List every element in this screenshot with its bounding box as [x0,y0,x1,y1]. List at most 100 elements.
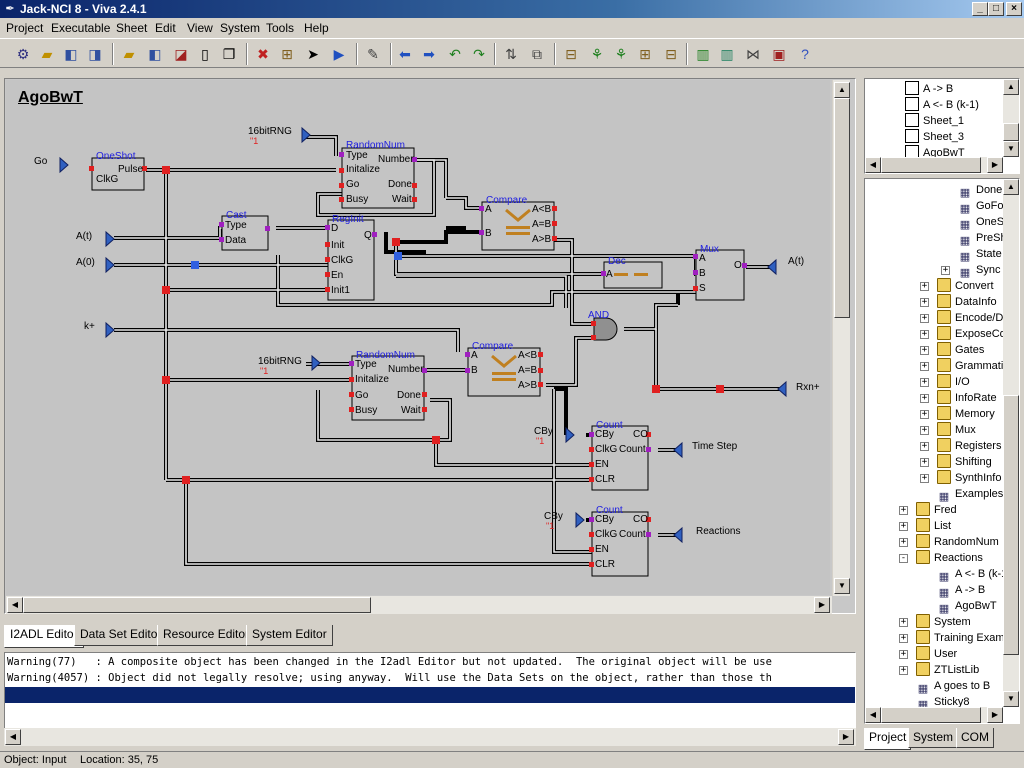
output-scroll-right-icon[interactable]: ▶ [838,729,854,745]
top-hscroll-thumb[interactable] [881,157,981,173]
help-icon[interactable]: ? [801,46,809,62]
delete-icon[interactable]: ✖ [257,46,269,62]
block-dec[interactable] [603,261,663,289]
top-scroll-left-icon[interactable]: ◀ [865,157,881,173]
redo-icon[interactable]: ↷ [473,46,485,62]
block-cast[interactable] [221,215,269,251]
tree-icon[interactable]: ⚘ [590,46,604,62]
tree-item[interactable]: User [916,646,957,662]
tree-expander-icon[interactable]: + [941,265,950,275]
menu-view[interactable]: View [187,21,213,35]
output-rxn-icon[interactable] [777,380,787,398]
tree-item[interactable]: Fred [916,502,957,518]
output-at-icon[interactable] [767,258,777,276]
tree-expander-icon[interactable]: + [899,649,908,659]
tree-item[interactable]: Memory [937,406,995,422]
block-count-2[interactable] [591,511,649,577]
scroll-left-icon[interactable]: ◀ [7,597,23,613]
tab-data-set-editor[interactable]: Data Set Editor [74,625,168,646]
tab-i2adl-editor[interactable]: I2ADL Editor [4,625,84,648]
tree-item[interactable]: ▦State [958,246,1002,263]
hierarchy-icon[interactable]: ⊟ [565,46,577,62]
tree-item[interactable]: ▦Sticky8 [916,694,970,711]
tree-expander-icon[interactable]: + [899,665,908,675]
input-k-icon[interactable] [105,321,115,339]
menu-help[interactable]: Help [304,21,329,35]
tree-expander-icon[interactable]: + [920,345,929,355]
tree-item[interactable]: ▦OneSh [958,214,1010,231]
window-icon[interactable]: ⧉ [532,46,542,62]
save-project-icon[interactable]: ◧ [64,46,78,62]
schematic-canvas[interactable]: AgoBwT [6,80,830,595]
undo-icon[interactable]: ↶ [449,46,461,62]
tree-expander-icon[interactable]: + [920,473,929,483]
hscroll-thumb[interactable] [23,597,371,613]
tree-expander-icon[interactable]: + [920,393,929,403]
tab-resource-editor[interactable]: Resource Editor [157,625,256,646]
tree-expander-icon[interactable]: + [920,297,929,307]
tree-expander-icon[interactable]: + [920,441,929,451]
menu-executable[interactable]: Executable [51,21,111,35]
sheet-item[interactable]: AgoBwT [905,145,965,161]
tree-item[interactable]: Encode/De [937,310,1009,326]
output-scroll-left-icon[interactable]: ◀ [5,729,21,745]
open-sheet-icon[interactable]: ▰ [123,46,135,62]
tree-item[interactable]: ▦A -> B [937,582,985,599]
output-timestep-icon[interactable] [673,441,683,459]
synthesize-icon[interactable]: ⊞ [281,46,293,62]
save-as-project-icon[interactable]: ◨ [88,46,102,62]
wire-tool-icon[interactable]: ✎ [367,46,379,62]
tree-expander-icon[interactable]: + [920,329,929,339]
tree-scroll-up-icon[interactable]: ▲ [1003,179,1019,195]
tree-expander-icon[interactable]: + [920,457,929,467]
sheet-props-icon[interactable]: ◪ [174,46,188,62]
tree-item[interactable]: InfoRate [937,390,997,406]
tree-item[interactable]: SynthInfo [937,470,1001,486]
tree-item[interactable]: Convert [937,278,994,294]
cursor-icon[interactable]: ➤ [307,46,319,62]
back-arrow-icon[interactable]: ⬅ [399,46,411,62]
input-go-icon[interactable] [59,156,69,174]
flip-icon[interactable]: ⋈ [746,46,760,62]
menu-system[interactable]: System [220,21,261,35]
block-randomnum-2[interactable] [351,355,425,421]
block-reginit[interactable] [327,219,375,301]
block-oneshot[interactable] [91,157,145,191]
tree-item[interactable]: ▦A goes to B [916,678,990,695]
input-at-icon[interactable] [105,230,115,248]
library-icon[interactable]: ▥ [696,46,710,62]
tree-expander-icon[interactable]: + [899,505,908,515]
expand-icon[interactable]: ⊞ [639,46,651,62]
tree-item[interactable]: I/O [937,374,970,390]
forward-arrow-icon[interactable]: ➡ [423,46,435,62]
tree-expander-icon[interactable]: + [920,361,929,371]
menu-project[interactable]: Project [6,21,44,35]
sort-icon[interactable]: ⇅ [505,46,517,62]
scroll-right-icon[interactable]: ▶ [814,597,830,613]
sheet-item[interactable]: A <- B (k-1) [905,97,979,113]
tree-expander-icon[interactable]: + [920,281,929,291]
tree-item[interactable]: Grammatic [937,358,1009,374]
close-button[interactable]: × [1006,2,1022,16]
output-hscroll[interactable]: ◀ ▶ [4,728,856,746]
tree-item[interactable]: List [916,518,951,534]
tree-item[interactable]: ▦PreSh [958,230,1007,247]
tree-item[interactable]: ▦A <- B (k-1 [937,566,1007,583]
tree-item[interactable]: ▦DoneF [958,182,1009,199]
sheet-item[interactable]: A -> B [905,81,953,97]
tree-hscroll[interactable]: ◀ ▶ [865,707,1003,723]
tree-item[interactable]: Mux [937,422,976,438]
app-icon[interactable]: ✒ [5,3,15,15]
tree-expander-icon[interactable]: + [920,377,929,387]
tree-item[interactable]: Training Examp [916,630,1011,646]
input-cby2-icon[interactable] [575,511,585,529]
top-scroll-down-icon[interactable]: ▼ [1003,141,1019,157]
tree-item[interactable]: ZTListLib [916,662,979,678]
tree-expander-icon[interactable]: - [899,553,908,563]
top-hscroll[interactable]: ◀ ▶ [865,157,1003,173]
maximize-button[interactable]: □ [988,2,1004,16]
tree-vscroll[interactable]: ▲ ▼ [1003,179,1019,707]
canvas-hscroll[interactable]: ◀ ▶ [6,596,832,614]
menu-edit[interactable]: Edit [155,21,176,35]
block-mux[interactable] [695,249,745,301]
